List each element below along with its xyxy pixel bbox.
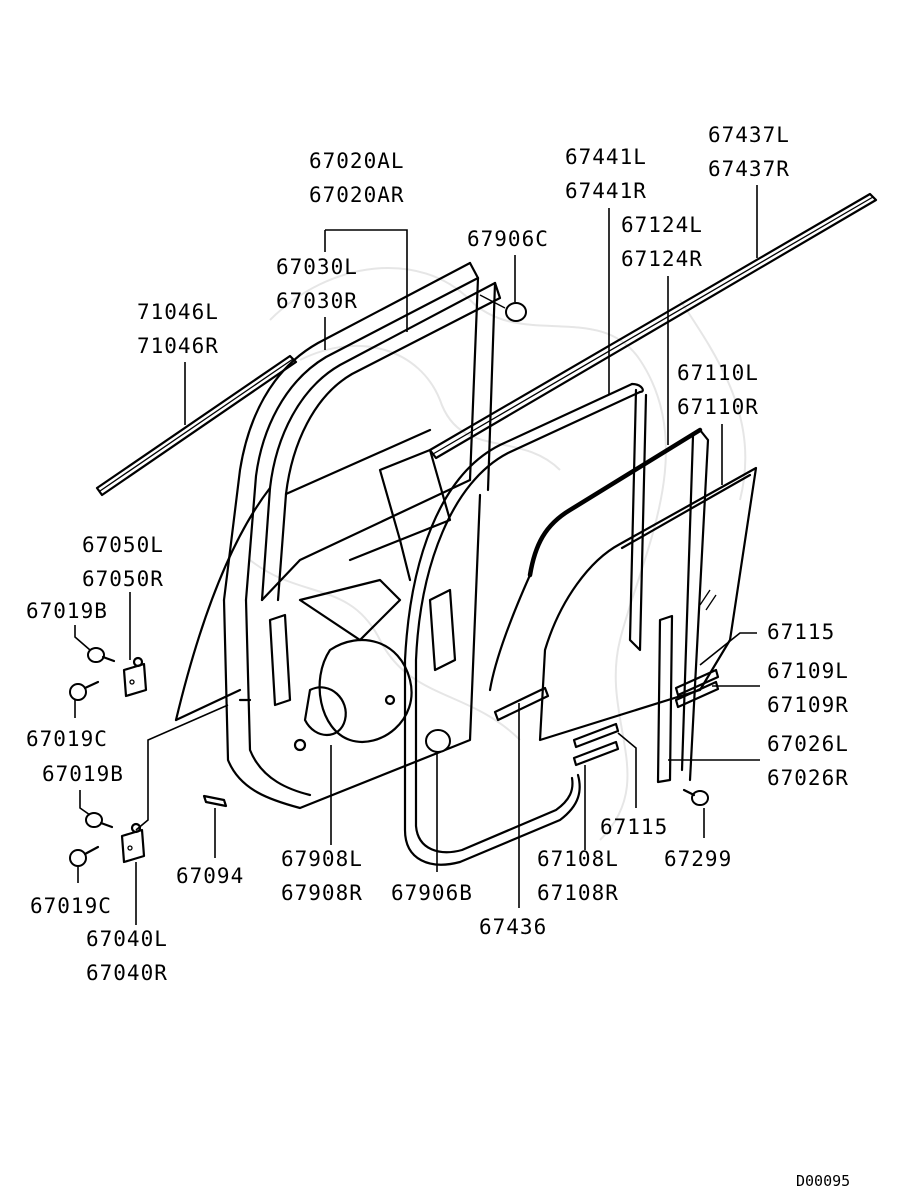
door-frame bbox=[174, 261, 502, 810]
diagram-code: D00095 bbox=[796, 1172, 850, 1187]
label-67026L: 67026L bbox=[767, 732, 849, 756]
label-67109R: 67109R bbox=[767, 693, 849, 717]
bolt-67019B-top bbox=[87, 647, 116, 663]
label-67108R: 67108R bbox=[537, 881, 619, 905]
label-67441R: 67441R bbox=[565, 179, 647, 203]
part-67094 bbox=[202, 794, 228, 808]
moulding-71046 bbox=[95, 354, 298, 497]
label-67908R: 67908R bbox=[281, 881, 363, 905]
glass-run-67124 bbox=[488, 427, 710, 782]
leader-lines bbox=[74, 185, 760, 925]
bolt-67019B-bot bbox=[85, 812, 114, 829]
label-67019C-bot: 67019C bbox=[30, 894, 112, 918]
label-67019B-top: 67019B bbox=[26, 599, 108, 623]
belt-moulding-67437 bbox=[428, 192, 878, 460]
label-67437R: 67437R bbox=[708, 157, 790, 181]
label-71046L: 71046L bbox=[137, 300, 219, 324]
label-67019B-bot: 67019B bbox=[42, 762, 124, 786]
label-67109L: 67109L bbox=[767, 659, 849, 683]
label-67050L: 67050L bbox=[82, 533, 164, 557]
label-67110L: 67110L bbox=[677, 361, 759, 385]
label-67441L: 67441L bbox=[565, 145, 647, 169]
label-67124R: 67124R bbox=[621, 247, 703, 271]
label-67115-bot: 67115 bbox=[600, 815, 668, 839]
hinge-67050 bbox=[122, 656, 148, 698]
label-67094: 67094 bbox=[176, 864, 244, 888]
plug-67906B bbox=[425, 729, 451, 753]
label-67110R: 67110R bbox=[677, 395, 759, 419]
strip-67109 bbox=[674, 668, 720, 709]
label-67026R: 67026R bbox=[767, 766, 849, 790]
label-67040L: 67040L bbox=[86, 927, 168, 951]
run-channel-67026 bbox=[656, 614, 674, 784]
weatherstrip-67441 bbox=[403, 382, 648, 866]
label-67030L: 67030L bbox=[276, 255, 358, 279]
label-67124L: 67124L bbox=[621, 213, 703, 237]
label-67020AL: 67020AL bbox=[309, 149, 405, 173]
hinge-67040 bbox=[120, 822, 146, 864]
strip-67108 bbox=[572, 722, 620, 767]
label-67908L: 67908L bbox=[281, 847, 363, 871]
strip-67436 bbox=[493, 686, 550, 722]
label-67906B: 67906B bbox=[391, 881, 473, 905]
door-glass-67110 bbox=[538, 466, 758, 742]
part-labels: 67437L 67437R 67441L 67441R 67124L 67124… bbox=[26, 123, 849, 985]
bolt-67019C-top bbox=[69, 680, 100, 701]
label-67115-top: 67115 bbox=[767, 620, 835, 644]
label-67050R: 67050R bbox=[82, 567, 164, 591]
label-67019C-top: 67019C bbox=[26, 727, 108, 751]
plug-67906C bbox=[479, 294, 527, 322]
label-67108L: 67108L bbox=[537, 847, 619, 871]
bolt-67019C-bot bbox=[69, 845, 100, 867]
label-67906C: 67906C bbox=[467, 227, 549, 251]
label-67030R: 67030R bbox=[276, 289, 358, 313]
label-67040R: 67040R bbox=[86, 961, 168, 985]
label-71046R: 71046R bbox=[137, 334, 219, 358]
label-67437L: 67437L bbox=[708, 123, 790, 147]
label-67436: 67436 bbox=[479, 915, 547, 939]
bolt-67299 bbox=[682, 788, 709, 806]
label-67299: 67299 bbox=[664, 847, 732, 871]
label-67020AR: 67020AR bbox=[309, 183, 405, 207]
